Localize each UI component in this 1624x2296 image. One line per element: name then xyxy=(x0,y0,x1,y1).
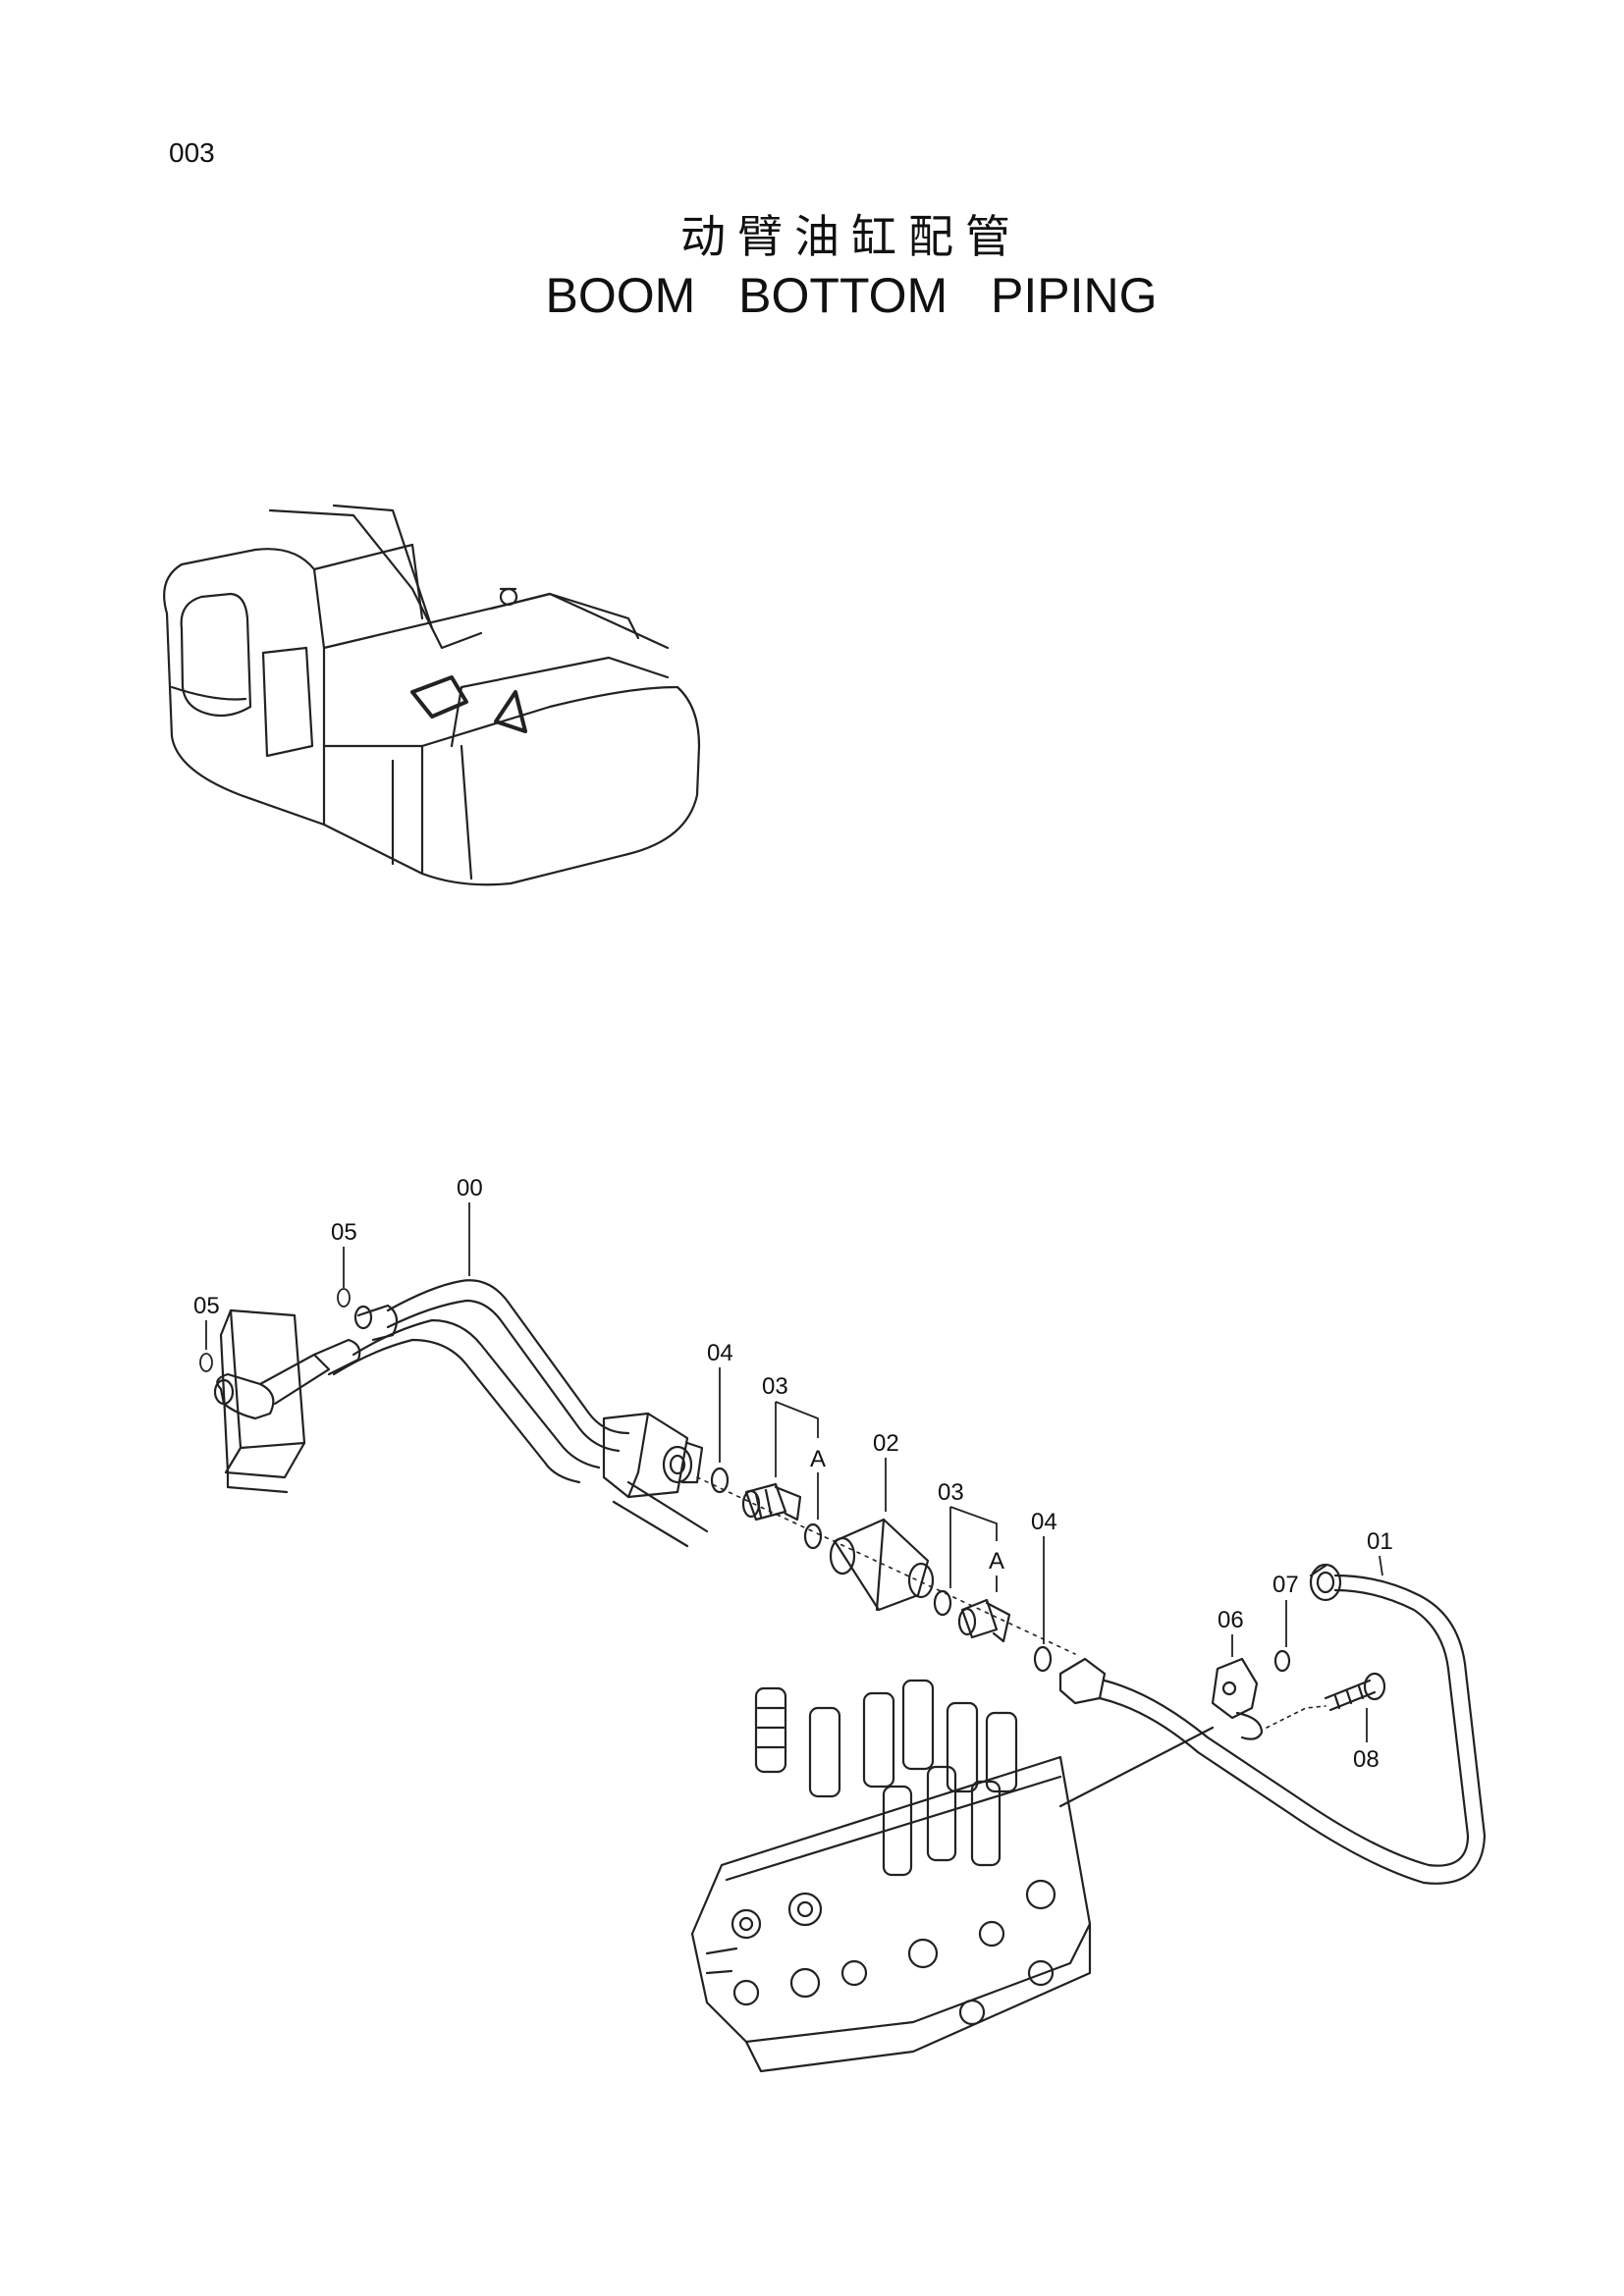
callout-05a: 05 xyxy=(331,1219,357,1246)
flange-06 xyxy=(1211,1657,1264,1740)
callout-03a: 03 xyxy=(762,1373,788,1400)
title-english: BOOM BOTTOM PIPING xyxy=(545,268,1158,323)
o-ring-a2 xyxy=(933,1589,952,1617)
callout-01: 01 xyxy=(1367,1528,1393,1555)
callout-06: 06 xyxy=(1218,1607,1244,1633)
callout-04a: 04 xyxy=(707,1340,733,1366)
bolt-08 xyxy=(1266,1672,1386,1729)
o-ring-04b xyxy=(1033,1645,1053,1673)
title-chinese: 动臂油缸配管 xyxy=(680,210,1022,263)
o-ring-a1 xyxy=(803,1522,823,1550)
union-02 xyxy=(829,1518,935,1612)
fittings-chain xyxy=(696,1467,1076,1673)
pipe-01 xyxy=(1058,1563,1487,1885)
callout-07: 07 xyxy=(1272,1572,1299,1598)
control-valve-illustration xyxy=(690,1679,1215,2073)
pipe-assembly-00 xyxy=(213,1279,709,1548)
callout-08: 08 xyxy=(1353,1746,1380,1773)
o-ring-07 xyxy=(1273,1649,1291,1673)
callout-00: 00 xyxy=(457,1175,483,1201)
callout-Ab: A xyxy=(989,1548,1004,1575)
callout-02: 02 xyxy=(873,1430,899,1457)
adapter-03a xyxy=(741,1482,802,1522)
callout-labels: 00 05 05 04 03 A 02 03 A 04 01 07 06 08 xyxy=(193,1175,1393,1773)
callout-05b: 05 xyxy=(193,1293,220,1319)
callout-Aa: A xyxy=(810,1446,826,1472)
callout-04b: 04 xyxy=(1031,1509,1057,1535)
callout-03b: 03 xyxy=(938,1479,964,1506)
o-ring-04a xyxy=(710,1467,730,1494)
excavator-overview-illustration xyxy=(163,504,701,886)
adapter-03b xyxy=(957,1598,1011,1643)
page-number: 003 xyxy=(169,137,215,168)
